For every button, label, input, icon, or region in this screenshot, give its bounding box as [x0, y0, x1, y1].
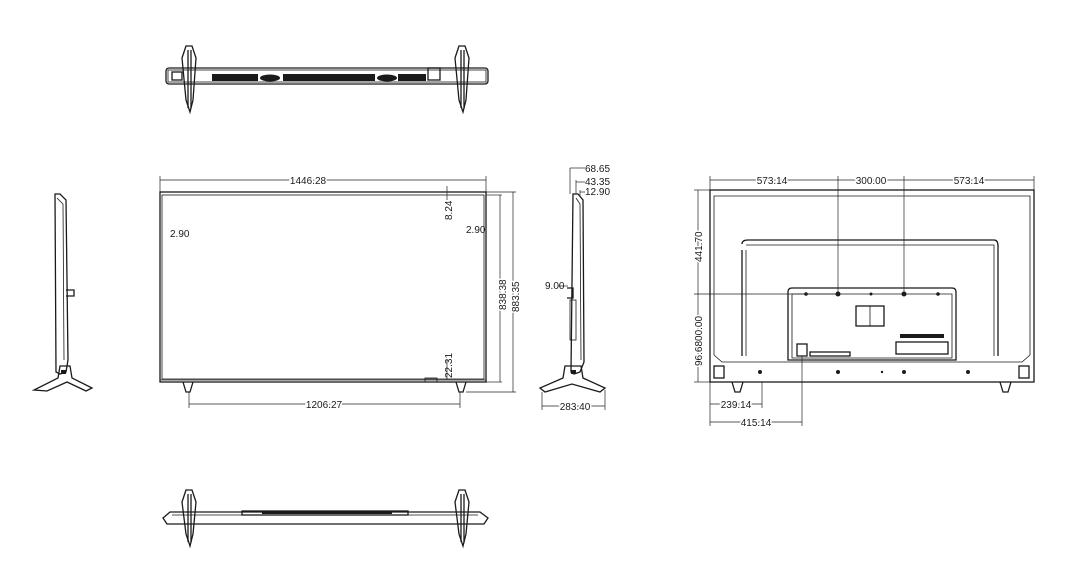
front-stand-spacing: 1206.27 [306, 400, 343, 411]
back-port-offset: 415.14 [741, 418, 772, 429]
side-stand-depth: 283.40 [560, 402, 591, 413]
front-view [159, 176, 516, 408]
front-bezel-left: 2.90 [170, 229, 190, 240]
front-bezel-right: 2.90 [466, 225, 486, 236]
front-total-width: 1446.28 [290, 176, 327, 187]
bottom-view [162, 489, 489, 549]
top-view [165, 45, 489, 115]
back-mount-rows: 96.6800.00 [694, 316, 705, 366]
back-vesa-width: 300.00 [856, 176, 887, 187]
back-stand-to-edge: 239.14 [721, 400, 752, 411]
front-screen-height: 838.38 [498, 279, 509, 310]
front-total-height: 883.35 [511, 281, 522, 312]
front-bezel-top: 8.24 [444, 200, 455, 220]
side-depth-panel: 12.90 [585, 187, 610, 198]
right-side-view [538, 167, 607, 410]
back-top-to-mount: 441.70 [694, 231, 705, 262]
back-right-to-mount: 573.14 [954, 176, 985, 187]
front-bezel-bottom: 22.31 [444, 353, 455, 378]
side-depth-max: 68.65 [585, 164, 610, 175]
back-left-to-mount: 573.14 [757, 176, 788, 187]
side-bracket-offset: 9.00 [545, 281, 565, 292]
back-view [694, 176, 1035, 426]
side-depth-mid: 43.35 [585, 177, 610, 188]
left-side-view [31, 193, 94, 392]
